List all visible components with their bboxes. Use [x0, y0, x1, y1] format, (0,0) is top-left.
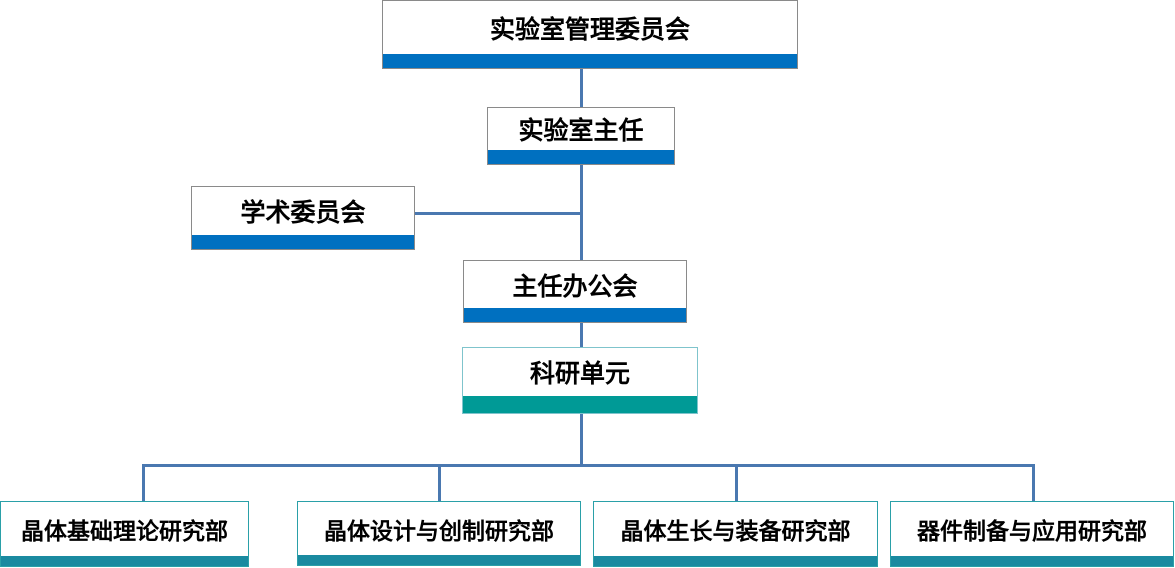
- node-label: 科研单元: [529, 359, 630, 388]
- node-office-meeting: 主任办公会: [463, 260, 687, 323]
- node-dept-design: 晶体设计与创制研究部: [297, 501, 581, 566]
- node-research-unit: 科研单元: [462, 347, 698, 414]
- node-label: 器件制备与应用研究部: [917, 519, 1147, 545]
- node-label: 实验室主任: [518, 116, 644, 145]
- node-committee: 实验室管理委员会: [382, 0, 798, 69]
- node-bar: [298, 555, 580, 565]
- connector-line: [438, 464, 441, 502]
- node-label: 学术委员会: [240, 198, 366, 227]
- node-bar: [383, 54, 797, 68]
- connector-line: [580, 68, 583, 348]
- connector-line: [1032, 464, 1035, 502]
- connector-line: [414, 212, 582, 215]
- node-bar: [192, 235, 414, 249]
- node-label: 晶体基础理论研究部: [21, 519, 228, 545]
- node-dept-device: 器件制备与应用研究部: [890, 501, 1174, 567]
- node-label: 主任办公会: [512, 271, 638, 301]
- connector-line: [142, 464, 1035, 467]
- node-label: 晶体设计与创制研究部: [324, 518, 554, 545]
- node-bar: [594, 556, 877, 566]
- node-bar: [464, 308, 686, 322]
- node-bar: [488, 150, 674, 164]
- node-label: 晶体生长与装备研究部: [620, 519, 851, 545]
- node-label: 实验室管理委员会: [489, 14, 690, 44]
- node-dept-growth: 晶体生长与装备研究部: [593, 501, 878, 567]
- connector-line: [142, 464, 145, 502]
- node-dept-theory: 晶体基础理论研究部: [0, 501, 249, 567]
- node-director: 实验室主任: [487, 107, 675, 165]
- node-bar: [1, 556, 248, 566]
- node-bar: [891, 556, 1173, 566]
- connector-line: [735, 464, 738, 502]
- connector-line: [580, 412, 583, 466]
- node-bar: [463, 396, 697, 413]
- node-academic: 学术委员会: [191, 186, 415, 250]
